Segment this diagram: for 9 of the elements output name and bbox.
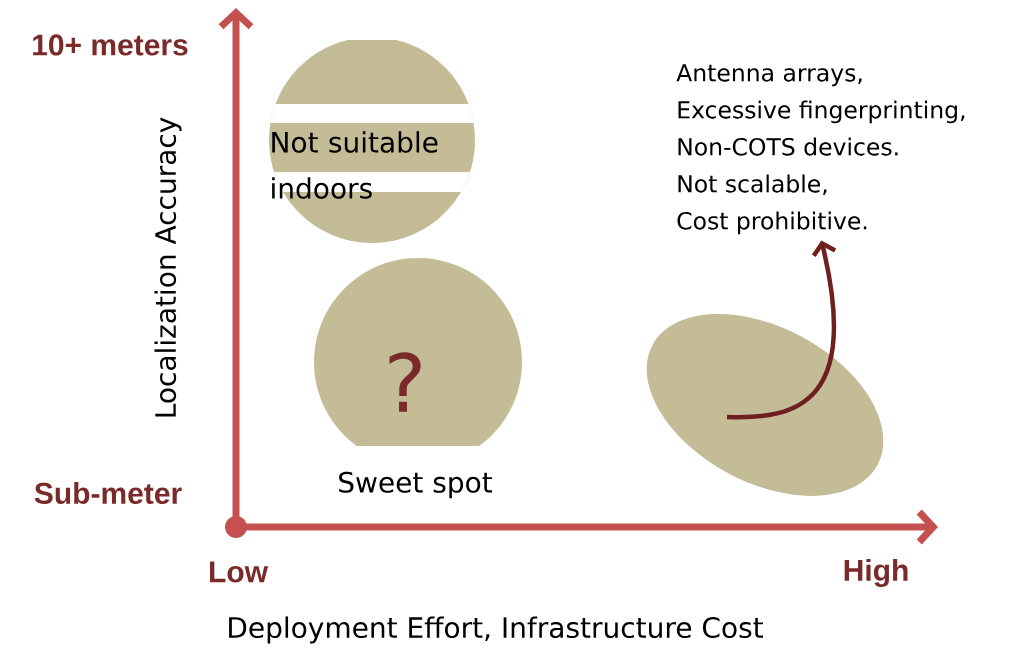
axis-label: Low: [210, 561, 269, 583]
axis-label: 10+ meters: [33, 34, 188, 56]
node-label: Sweet spot: [339, 471, 493, 499]
axis-title: Localization Accuracy: [154, 117, 182, 417]
curved-arrow: [726, 240, 837, 420]
axis-label: High: [844, 558, 908, 588]
axis-label: Sub-meter: [34, 482, 182, 504]
note-text: Antenna arrays, Excessive fingerprinting, Non-COTS devices. Not scalable, Cost prohibitive.: [676, 64, 965, 235]
axis-title: Deployment Effort, Infrastructure Cost: [229, 616, 763, 644]
